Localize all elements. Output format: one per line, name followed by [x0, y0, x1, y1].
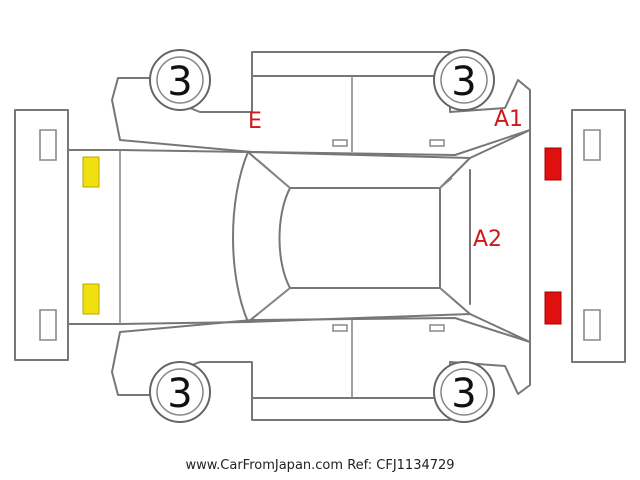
car-body-top	[67, 129, 531, 343]
tire-front-right: 3	[149, 361, 211, 423]
tire-front-left-rating: 3	[167, 59, 192, 105]
tire-front-left: 3	[149, 49, 211, 111]
rear-light-bottom	[544, 291, 562, 325]
tire-rear-left: 3	[433, 49, 495, 111]
front-bumper	[14, 109, 69, 361]
footer-caption: www.CarFromJapan.com Ref: CFJ1134729	[0, 458, 640, 473]
footer-ref: Ref: CFJ1134729	[347, 458, 455, 473]
tire-front-right-rating: 3	[167, 371, 192, 417]
damage-mark-e: E	[248, 109, 262, 134]
front-light-bottom	[82, 283, 100, 315]
tire-rear-right: 3	[433, 361, 495, 423]
front-light-top	[82, 156, 100, 188]
rear-bumper	[571, 109, 626, 363]
footer-site: www.CarFromJapan.com	[185, 458, 344, 473]
tire-rear-left-rating: 3	[451, 59, 476, 105]
damage-mark-a2: A2	[473, 227, 502, 252]
tire-rear-right-rating: 3	[451, 371, 476, 417]
rear-light-top	[544, 147, 562, 181]
damage-mark-a1: A1	[494, 107, 523, 132]
